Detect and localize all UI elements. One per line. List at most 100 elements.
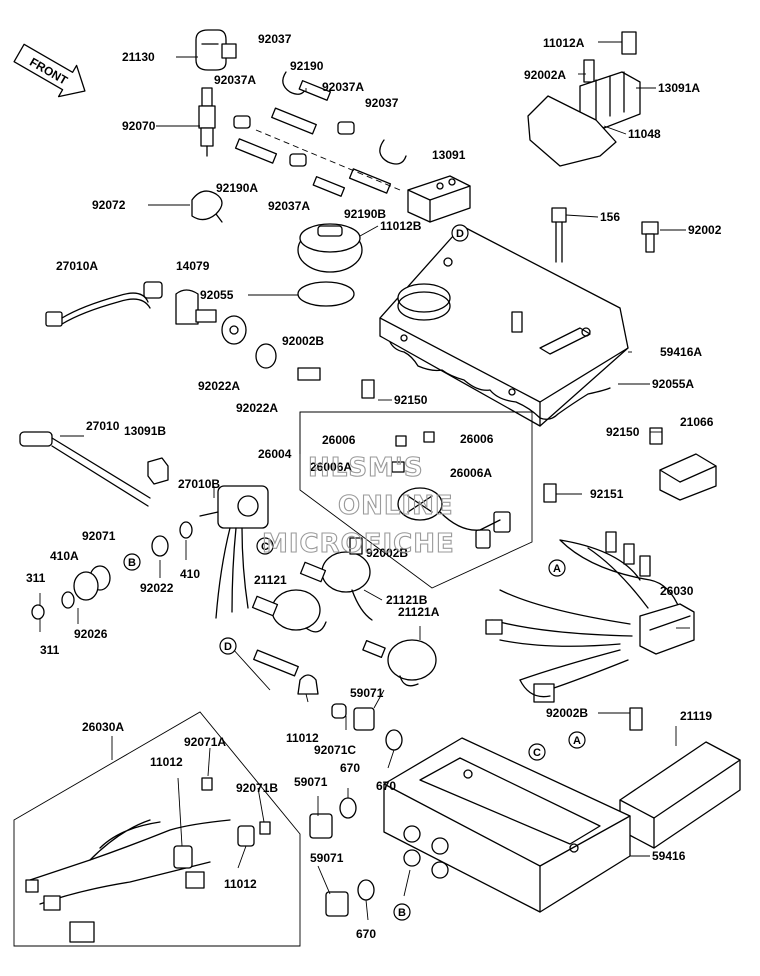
callout-c-mid: C	[256, 537, 274, 555]
label-92002: 92002	[688, 223, 722, 237]
label-92190: 92190	[290, 59, 324, 73]
label-670-3: 670	[356, 927, 376, 941]
label-92071: 92071	[82, 529, 116, 543]
label-21121B: 21121B	[386, 593, 428, 607]
label-156: 156	[600, 210, 620, 224]
fittings-group	[253, 649, 403, 917]
bolt-92002B-part	[297, 367, 321, 381]
spark-plug-part	[198, 87, 216, 157]
svg-text:A: A	[553, 563, 561, 575]
label-92150-2: 92150	[606, 425, 640, 439]
label-92037-top: 92037	[258, 32, 292, 46]
wiring-harness-26030	[485, 531, 695, 703]
label-670-2: 670	[376, 779, 396, 793]
label-92150-1: 92150	[394, 393, 428, 407]
label-11012-2: 11012	[150, 755, 183, 769]
callout-b-lower: B	[393, 903, 411, 921]
label-92002A: 92002A	[524, 68, 566, 82]
bolt-92002B-lower-part	[629, 707, 643, 731]
label-92072: 92072	[92, 198, 126, 212]
harness-26030A-box	[13, 711, 301, 947]
label-59071-3: 59071	[310, 851, 344, 865]
label-311-1: 311	[26, 571, 46, 585]
label-21119: 21119	[680, 709, 712, 723]
label-311-2: 311	[40, 643, 60, 657]
bolt-92150-part	[649, 427, 663, 445]
label-13091B: 13091B	[124, 424, 166, 438]
label-27010: 27010	[86, 419, 120, 433]
label-59416A: 59416A	[660, 345, 702, 359]
label-92190A: 92190A	[216, 181, 258, 195]
callout-d-top: D	[451, 224, 469, 242]
label-13091A: 13091A	[658, 81, 700, 95]
label-26006A-1: 26006A	[310, 460, 352, 474]
relay-21066-part	[659, 453, 717, 501]
label-92037A-3: 92037A	[268, 199, 310, 213]
label-26006A-2: 26006A	[450, 466, 492, 480]
label-26006-1: 26006	[322, 433, 356, 447]
label-92037-r: 92037	[365, 96, 399, 110]
bolt-92151-part	[543, 483, 557, 503]
label-92055: 92055	[200, 288, 234, 302]
svg-text:B: B	[128, 557, 136, 569]
watermark-line-1: HLSM'S	[308, 453, 424, 483]
label-26006-2: 26006	[460, 432, 494, 446]
label-27010B: 27010B	[178, 477, 220, 491]
label-14079: 14079	[176, 259, 210, 273]
label-11012B: 11012B	[380, 219, 422, 233]
label-92026: 92026	[74, 627, 108, 641]
part-labels: 21130 92037 92190 92037A 92037A 92037 92…	[26, 32, 722, 941]
label-13091: 13091	[432, 148, 466, 162]
label-11012A: 11012A	[543, 36, 585, 50]
label-92070: 92070	[122, 119, 156, 133]
label-92071A: 92071A	[184, 735, 226, 749]
callout-b-left: B	[123, 553, 141, 571]
label-21121: 21121	[254, 573, 287, 587]
block-13091B-part	[147, 457, 169, 485]
label-410A: 410A	[50, 549, 79, 563]
label-11012-1: 11012	[286, 731, 319, 745]
ecu-21119-part	[619, 741, 741, 849]
label-26030: 26030	[660, 584, 694, 598]
ignition-coils	[251, 537, 437, 687]
leader-lines	[39, 41, 690, 921]
washers-group	[31, 521, 193, 620]
label-92022A-2: 92022A	[236, 401, 278, 415]
label-26004: 26004	[258, 447, 292, 461]
filler-cap-part	[297, 223, 363, 307]
label-92002B-2: 92002B	[366, 546, 408, 560]
clamp-part	[191, 190, 223, 223]
cable-27010-part	[19, 431, 151, 507]
label-92055A: 92055A	[652, 377, 694, 391]
front-arrow-icon: FRONT	[13, 43, 86, 98]
label-92037A-1: 92037A	[214, 73, 256, 87]
relay-assembly-26004	[299, 411, 533, 589]
bolt-92002-part	[641, 221, 659, 253]
label-59416: 59416	[652, 849, 686, 863]
svg-text:D: D	[224, 641, 232, 653]
plug-cap-part	[195, 29, 237, 71]
label-92002B-1: 92002B	[282, 334, 324, 348]
label-11012-3: 11012	[224, 877, 257, 891]
svg-text:A: A	[573, 735, 581, 747]
callout-d-mid: D	[219, 637, 237, 655]
gasket-part	[389, 341, 611, 420]
watermark-line-2: ONLINE	[338, 491, 454, 521]
label-92190B: 92190B	[344, 207, 386, 221]
long-bolt-part	[551, 207, 567, 263]
label-92037A-2: 92037A	[322, 80, 364, 94]
label-59071-2: 59071	[294, 775, 328, 789]
svg-text:B: B	[398, 907, 406, 919]
bracket-assembly	[527, 31, 641, 167]
label-27010A: 27010A	[56, 259, 98, 273]
callout-a-lower: A	[568, 731, 586, 749]
label-92071C: 92071C	[314, 743, 356, 757]
label-11048: 11048	[628, 127, 661, 141]
sensor-27010B-part	[199, 485, 269, 619]
label-59071-1: 59071	[350, 686, 384, 700]
watermark-line-3: MICROFICHE	[262, 529, 455, 559]
label-92151: 92151	[590, 487, 624, 501]
box-case-59416	[383, 737, 631, 913]
svg-text:C: C	[533, 747, 541, 759]
